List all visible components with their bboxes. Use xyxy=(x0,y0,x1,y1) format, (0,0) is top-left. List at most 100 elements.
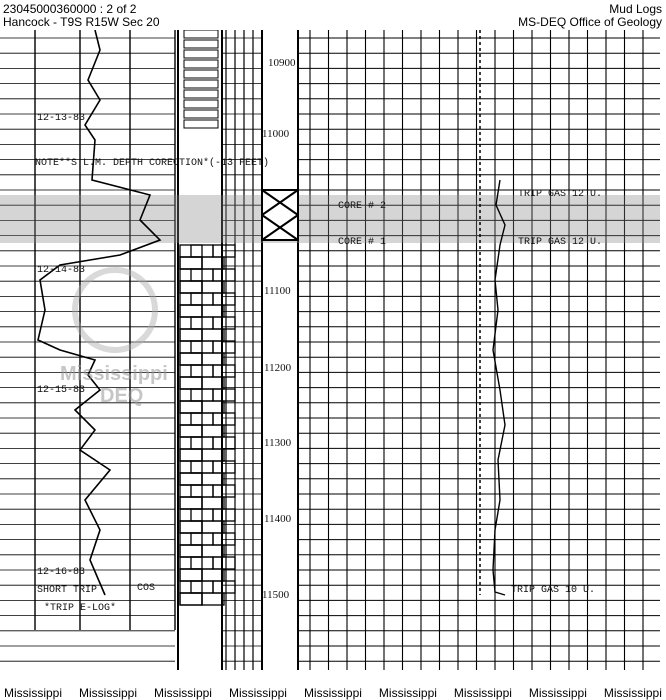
depth-label: 11000 xyxy=(262,128,290,140)
limestone-pattern xyxy=(212,580,236,594)
depth-label: 11100 xyxy=(264,285,291,297)
limestone-pattern xyxy=(201,376,225,390)
date-label: 12-14-83 xyxy=(37,265,85,276)
limestone-pattern xyxy=(212,364,236,378)
limestone-pattern xyxy=(179,376,203,390)
limestone-pattern xyxy=(183,30,219,39)
mud-log-scan: 10900 11000 11100 11200 11300 11400 1150… xyxy=(0,30,660,670)
limestone-pattern xyxy=(183,59,219,69)
agency-name: MS-DEQ Office of Geology xyxy=(518,15,662,29)
limestone-pattern xyxy=(212,556,236,570)
limestone-pattern xyxy=(179,496,203,510)
footer-text: Mississippi xyxy=(228,686,287,700)
core-marker xyxy=(261,189,299,241)
limestone-pattern xyxy=(179,400,203,414)
gas-curve-right xyxy=(492,179,506,596)
short-trip-label: SHORT TRIP xyxy=(37,585,97,596)
trip-gas-label: TRIP GAS 12 U. xyxy=(518,237,602,248)
trip-elog-label: *TRIP E-LOG* xyxy=(44,602,116,614)
date-label: 12-15-83 xyxy=(37,385,85,396)
limestone-pattern xyxy=(179,496,203,510)
core-band xyxy=(0,195,660,243)
limestone-pattern xyxy=(201,424,225,438)
core-cross-icon xyxy=(261,189,299,241)
limestone-pattern xyxy=(179,568,203,582)
footer-text: Mississippi xyxy=(303,686,362,700)
footer-text: Mississippi xyxy=(453,686,512,700)
trip-gas-label: TRIP GAS 12 U. xyxy=(518,189,602,200)
limestone-pattern xyxy=(179,304,203,318)
limestone-pattern xyxy=(183,69,219,79)
limestone-pattern xyxy=(201,448,225,462)
limestone-pattern xyxy=(201,328,225,342)
limestone-pattern xyxy=(183,119,219,129)
watermark-text: DEQ xyxy=(100,385,143,407)
limestone-pattern xyxy=(212,484,236,498)
limestone-pattern xyxy=(183,49,219,59)
limestone-pattern xyxy=(212,292,236,306)
limestone-pattern xyxy=(183,79,219,89)
limestone-pattern xyxy=(179,352,203,366)
limestone-pattern xyxy=(179,328,203,342)
limestone-pattern xyxy=(183,99,219,109)
limestone-pattern xyxy=(179,424,203,438)
limestone-pattern xyxy=(179,544,203,558)
limestone-pattern xyxy=(179,472,203,486)
footer-text: Mississippi xyxy=(603,686,662,700)
depth-label: 11500 xyxy=(262,589,290,601)
watermark-text: Mississippi xyxy=(60,363,168,385)
well-location: Hancock - T9S R15W Sec 20 xyxy=(3,15,160,29)
date-label: 12-16-83 xyxy=(37,567,85,578)
limestone-pattern xyxy=(201,400,225,414)
trip-gas-label: TRIP GAS 10 U. xyxy=(511,585,595,596)
footer-text: Mississippi xyxy=(4,686,63,700)
limestone-pattern xyxy=(179,280,203,294)
limestone-pattern xyxy=(201,520,225,534)
limestone-pattern xyxy=(179,328,203,342)
limestone-pattern xyxy=(183,109,219,119)
limestone-pattern xyxy=(179,592,203,606)
limestone-pattern xyxy=(179,280,203,294)
depth-label: 11400 xyxy=(264,513,292,525)
core-label: CORE # 2 xyxy=(338,201,386,212)
core-label: CORE # 1 xyxy=(338,237,386,248)
document-id: 23045000360000 : 2 of 2 xyxy=(3,2,137,16)
footer-watermark: Mississippi Mississippi Mississippi Miss… xyxy=(0,686,666,700)
limestone-pattern xyxy=(212,412,236,426)
limestone-pattern xyxy=(212,340,236,354)
limestone-pattern xyxy=(212,316,236,330)
limestone-pattern xyxy=(201,256,225,270)
depth-label: 10900 xyxy=(268,57,296,69)
limestone-pattern xyxy=(179,448,203,462)
watermark-seal-icon xyxy=(72,267,158,353)
limestone-pattern xyxy=(212,532,236,546)
footer-text: Mississippi xyxy=(378,686,437,700)
limestone-pattern xyxy=(179,400,203,414)
depth-label: 11200 xyxy=(264,362,292,374)
footer-text: Mississippi xyxy=(528,686,587,700)
limestone-pattern xyxy=(179,472,203,486)
limestone-pattern xyxy=(201,568,225,582)
limestone-pattern xyxy=(183,39,219,49)
limestone-pattern xyxy=(179,520,203,534)
date-label: 12-13-83 xyxy=(37,113,85,124)
log-grid xyxy=(0,30,660,670)
limestone-pattern xyxy=(212,460,236,474)
limestone-pattern xyxy=(179,592,203,606)
limestone-pattern xyxy=(179,376,203,390)
limestone-pattern xyxy=(201,304,225,318)
limestone-pattern xyxy=(212,508,236,522)
limestone-pattern xyxy=(179,352,203,366)
gas-curve-left xyxy=(37,30,162,596)
depth-correction-note: NOTE**S.L.M. DEPTH CORECTION*(-13 FEET) xyxy=(35,157,269,169)
limestone-pattern xyxy=(179,256,203,270)
limestone-pattern xyxy=(212,268,236,282)
document-type: Mud Logs xyxy=(609,2,662,16)
limestone-pattern xyxy=(212,436,236,450)
limestone-pattern xyxy=(179,304,203,318)
cos-label: COS xyxy=(137,583,155,594)
limestone-pattern xyxy=(179,520,203,534)
limestone-pattern xyxy=(179,424,203,438)
limestone-pattern xyxy=(179,568,203,582)
lithology-column xyxy=(179,30,236,606)
